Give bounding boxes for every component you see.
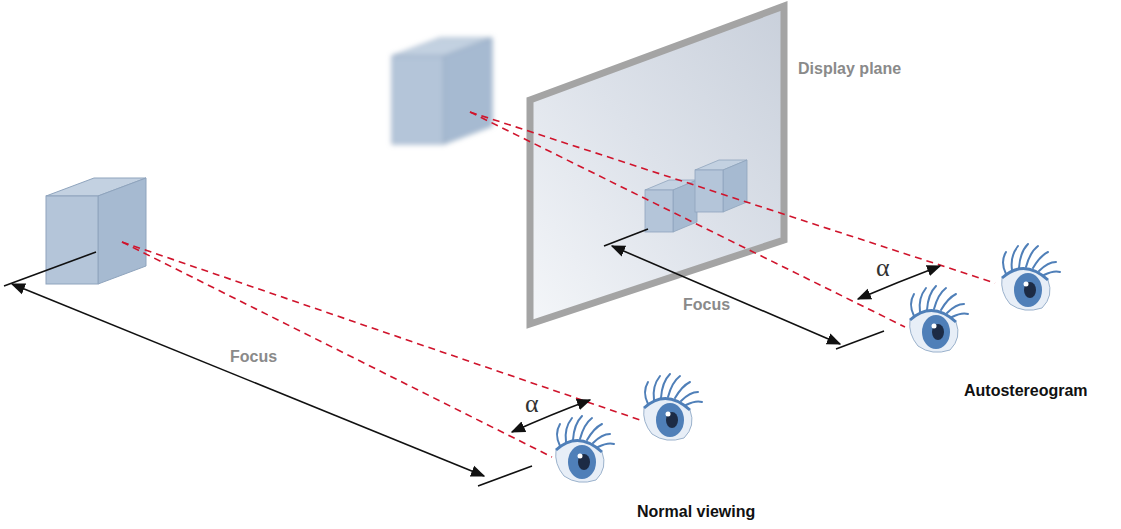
focus-label: Focus xyxy=(683,296,730,314)
angle-label: α xyxy=(876,254,890,283)
focus-label: Focus xyxy=(230,348,277,366)
plane-label: Display plane xyxy=(798,60,901,78)
view-title: Normal viewing xyxy=(637,503,755,521)
angle-label: α xyxy=(525,390,539,419)
view-title: Autostereogram xyxy=(964,382,1088,400)
